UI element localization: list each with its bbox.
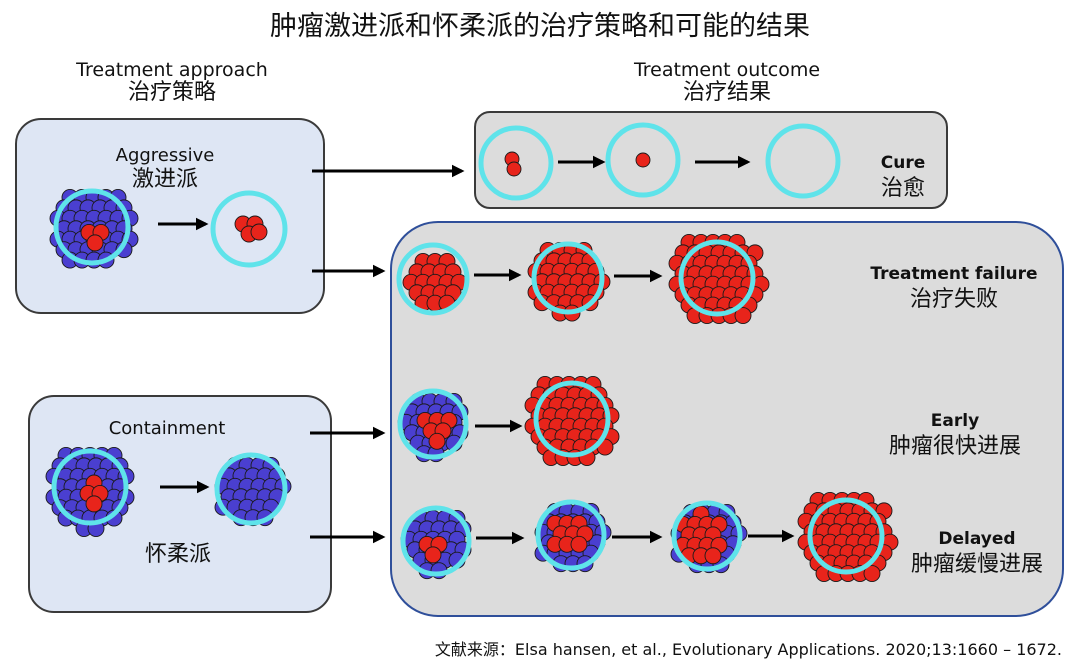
treatment-ring	[400, 505, 472, 577]
resistant-cell	[635, 152, 651, 168]
citation: 文献来源：Elsa hansen, et al., Evolutionary A…	[434, 640, 1062, 659]
tumor-delayed-1	[400, 505, 472, 580]
resistant-cell	[86, 234, 104, 252]
treatment-ring	[396, 242, 470, 316]
treatment-ring	[397, 388, 469, 460]
tumor-failure-3	[668, 233, 770, 324]
tumor-containment-after	[214, 452, 292, 527]
tumor-aggressive-start	[49, 188, 139, 269]
tumor-failure-2	[527, 241, 611, 322]
treatment-ring	[478, 125, 554, 201]
delayed-label-en: Delayed	[938, 529, 1016, 549]
cure-label: Cure 治愈	[858, 150, 948, 202]
aggressive-label: Aggressive 激进派	[95, 145, 235, 193]
resistant-cell	[424, 546, 442, 564]
resistant-cell	[85, 495, 103, 513]
failure-label: Treatment failure 治疗失败	[858, 261, 1050, 313]
treatment-ring	[678, 239, 756, 317]
tumor-early-1	[397, 388, 469, 463]
resistant-cell	[704, 547, 722, 565]
cure-label-zh: 治愈	[880, 176, 925, 201]
treatment-ring	[53, 188, 131, 266]
containment-label-zh-wrap: 怀柔派	[118, 542, 238, 568]
approach-header-zh: 治疗策略	[127, 80, 216, 105]
resistant-cell	[506, 161, 522, 177]
early-label: Early 肿瘤很快进展	[860, 408, 1050, 460]
tumor-cell	[734, 307, 752, 324]
tumor-delayed-2	[534, 499, 612, 573]
treatment-ring	[535, 499, 607, 571]
tumor-aggressive-after	[210, 190, 288, 268]
approach-header: Treatment approach 治疗策略	[62, 60, 282, 105]
treatment-ring	[533, 380, 611, 458]
tumor-cell	[863, 565, 881, 582]
treatment-ring	[765, 123, 841, 199]
tumor-delayed-4	[797, 491, 899, 582]
treatment-ring	[214, 452, 288, 526]
cure-label-en: Cure	[880, 153, 926, 173]
tumor-delayed-3	[670, 500, 748, 574]
early-label-en: Early	[930, 411, 980, 431]
outcome-header-zh: 治疗结果	[682, 80, 771, 105]
tumor-cure-2	[605, 122, 681, 198]
tumor-failure-1	[396, 242, 470, 316]
tumor-cure-1	[478, 125, 554, 201]
tumor-cure-3	[765, 123, 841, 199]
treatment-ring	[605, 122, 681, 198]
tumor-early-2	[524, 375, 620, 466]
treatment-ring	[210, 190, 288, 268]
resistant-cell	[570, 535, 588, 553]
early-label-zh: 肿瘤很快进展	[888, 434, 1021, 459]
treatment-ring	[51, 448, 129, 526]
approach-header-en: Treatment approach	[76, 59, 268, 81]
aggressive-label-en: Aggressive	[115, 145, 215, 166]
outcome-header: Treatment outcome 治疗结果	[612, 60, 842, 105]
treatment-ring	[671, 500, 743, 572]
delayed-label-zh: 肿瘤缓慢进展	[910, 552, 1043, 577]
failure-label-zh: 治疗失败	[909, 287, 998, 312]
outcome-header-en: Treatment outcome	[633, 59, 821, 81]
resistant-cell	[428, 432, 446, 450]
containment-label-zh: 怀柔派	[144, 542, 211, 567]
treatment-ring	[531, 241, 605, 315]
page-title: 肿瘤激进派和怀柔派的治疗策略和可能的结果	[270, 11, 810, 42]
failure-label-en: Treatment failure	[870, 264, 1038, 284]
delayed-label: Delayed 肿瘤缓慢进展	[888, 526, 1066, 578]
aggressive-label-zh: 激进派	[131, 167, 198, 192]
treatment-ring	[807, 497, 885, 575]
resistant-cell	[250, 223, 268, 241]
tumor-containment-start	[45, 446, 135, 537]
containment-label-en: Containment	[108, 418, 226, 439]
